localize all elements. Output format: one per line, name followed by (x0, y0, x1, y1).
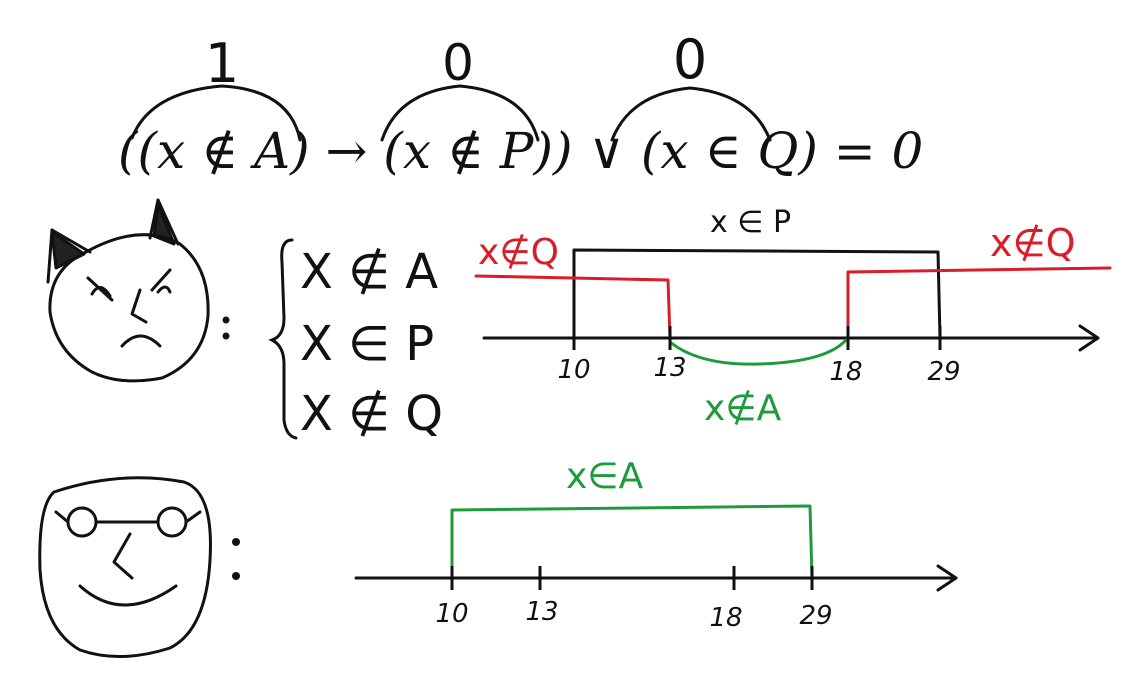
interval-not-q-left (474, 274, 672, 340)
diagram-bottom: x∈A 10 13 18 29 (354, 456, 958, 633)
label-not-a: x∉A (704, 388, 782, 429)
formula-part2-value: 0 (442, 34, 474, 92)
interval-p (572, 248, 942, 340)
diagram-top: x ∈ P x∉Q x∉Q x∉A 10 13 18 29 (474, 205, 1112, 429)
formula-expression: ((x ∉ A) → (x ∉ P)) ∨ (x ∈ Q) = 0 (118, 122, 923, 180)
label-p: x ∈ P (710, 205, 791, 240)
system-line-1: X ∉ A (300, 244, 438, 300)
label-not-q-left: x∉Q (478, 232, 559, 273)
bottom-tick-label-13: 13 (525, 597, 558, 627)
interval-a (450, 504, 814, 580)
top-axis-arrow (1078, 324, 1100, 352)
glasses-face-icon (38, 476, 212, 658)
colon-mark-2 (232, 538, 240, 580)
bottom-axis-arrow (936, 564, 958, 592)
brace-part2 (380, 84, 540, 142)
formula-part3-value: 0 (673, 28, 707, 91)
interval-not-q-right (846, 266, 1112, 340)
system-line-2: X ∈ P (300, 316, 434, 372)
bottom-tick-label-29: 29 (799, 601, 832, 631)
colon-mark-1 (222, 316, 230, 340)
top-tick-label-10: 10 (557, 355, 590, 385)
angry-cat-face-icon (46, 198, 210, 383)
system-conditions: X ∉ A X ∈ P X ∉ Q (268, 238, 443, 442)
label-a: x∈A (566, 456, 644, 497)
brace-part3 (610, 86, 772, 142)
formula: 1 0 0 ((x ∉ A) → (x ∉ P)) ∨ (x ∈ Q) = 0 (118, 28, 923, 180)
bottom-tick-label-10: 10 (435, 599, 468, 629)
brace-part1 (130, 84, 302, 142)
top-tick-label-18: 18 (829, 357, 862, 387)
top-tick-label-29: 29 (927, 357, 960, 387)
label-not-q-right: x∉Q (990, 221, 1076, 265)
system-line-3: X ∉ Q (300, 386, 443, 442)
interval-not-a (668, 338, 848, 366)
bottom-tick-label-18: 18 (709, 603, 742, 633)
system-brace (268, 238, 298, 440)
top-tick-label-13: 13 (653, 353, 686, 383)
